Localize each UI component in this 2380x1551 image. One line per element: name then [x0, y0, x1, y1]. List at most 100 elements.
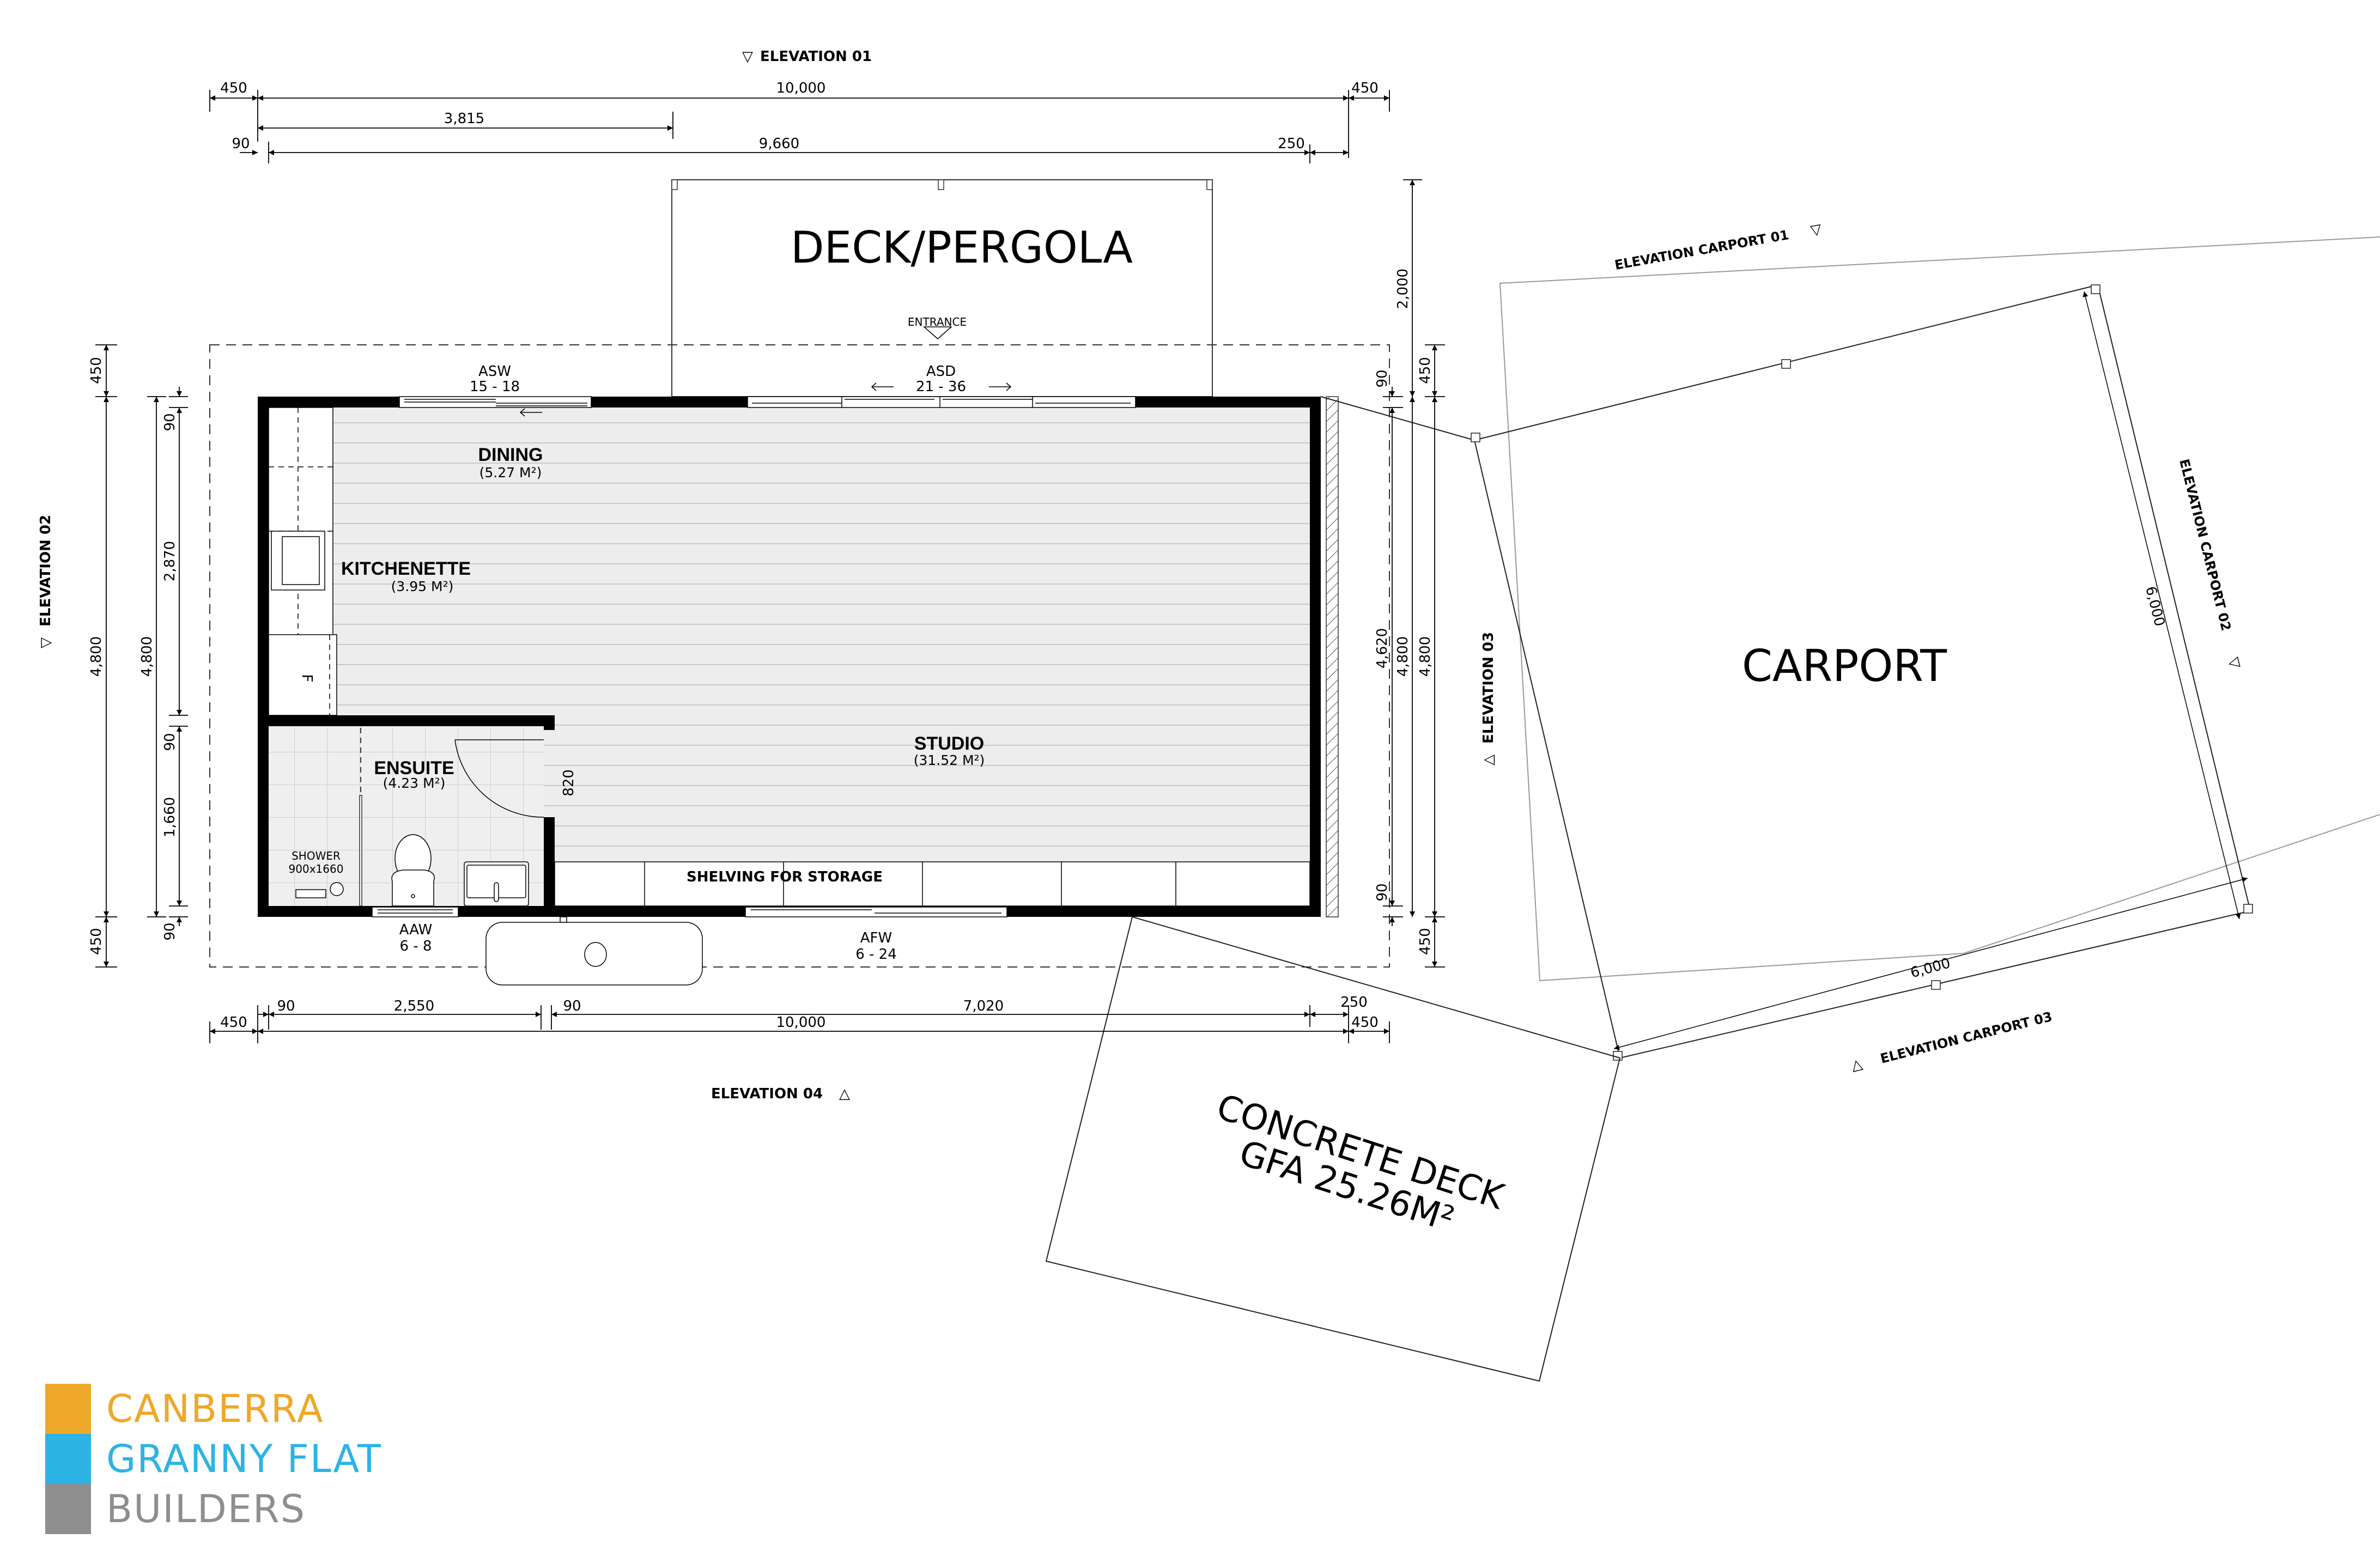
- entrance-label: ENTRANCE: [908, 315, 967, 329]
- dim-left-4800-outer: 4,800: [88, 636, 105, 677]
- slide-arrow-icon: [519, 408, 542, 417]
- elevation-carport-02-label: ELEVATION CARPORT 02: [2176, 458, 2234, 632]
- deck-pergola-label: DECK/PERGOLA: [791, 222, 1133, 273]
- logo-row-builders: BUILDERS: [45, 1484, 382, 1534]
- elevation-carport-03-label: ELEVATION CARPORT 03: [1879, 1009, 2054, 1067]
- dimensions-top: [209, 90, 1390, 163]
- dim-bottom-7020: 7,020: [963, 998, 1004, 1014]
- site-boundary: [1499, 236, 2380, 982]
- elevation-02[interactable]: ▽ ELEVATION 02: [38, 515, 54, 648]
- elevation-01[interactable]: ▽ ELEVATION 01: [742, 48, 872, 65]
- dim-top-450-left: 450: [220, 80, 247, 96]
- dim-bottom-250: 250: [1340, 994, 1368, 1011]
- window-aaw[interactable]: [372, 907, 459, 917]
- fridge: [268, 634, 337, 716]
- elevation-01-label: ELEVATION 01: [760, 48, 872, 65]
- carport-front-dim: 6,000: [1909, 955, 1952, 981]
- elevation-03[interactable]: △ ELEVATION 03: [1480, 632, 1497, 765]
- door-width-label: 820: [561, 769, 577, 796]
- logo-text-canberra: CANBERRA: [106, 1386, 324, 1431]
- shower-tap-icon: [295, 882, 344, 898]
- dim-left-1660: 1,660: [162, 797, 178, 837]
- dim-left-450-bottom: 450: [88, 928, 105, 955]
- opening-aaw-code: AAW: [399, 922, 433, 938]
- dim-left-90-a: 90: [162, 413, 178, 431]
- dim-right-450-bottom: 450: [1417, 928, 1434, 955]
- dim-left-450-top: 450: [88, 357, 105, 384]
- dim-bottom-90-a: 90: [277, 998, 295, 1014]
- logo-swatch-orange: [45, 1384, 91, 1434]
- logo-text-granny-flat: GRANNY FLAT: [106, 1437, 382, 1481]
- dimensions-left: [95, 344, 188, 968]
- elevation-marker-icon: ▽: [742, 48, 753, 65]
- elevation-02-label: ELEVATION 02: [38, 515, 54, 627]
- dim-top-450-right: 450: [1351, 80, 1379, 96]
- slide-right-arrow-icon: [989, 382, 1012, 391]
- dim-top-90: 90: [232, 136, 250, 152]
- shower-label: SHOWER: [292, 849, 341, 862]
- dim-bottom-90-b: 90: [563, 998, 581, 1014]
- room-kitchenette: KITCHENETTE: [341, 558, 471, 579]
- elevation-marker-icon: ▽: [38, 637, 54, 648]
- elevation-marker-icon: △: [839, 1086, 850, 1102]
- dim-bottom-2550: 2,550: [394, 998, 434, 1014]
- logo-row-canberra: CANBERRA: [45, 1384, 382, 1434]
- carport-side-dim: 6,000: [2142, 585, 2168, 628]
- room-studio: STUDIO: [914, 733, 984, 754]
- dimensions-bottom: [209, 1005, 1390, 1043]
- dim-right-90-top: 90: [1374, 369, 1391, 387]
- room-dining: DINING: [478, 445, 543, 465]
- room-ensuite: ENSUITE: [374, 758, 454, 778]
- carport-label: CARPORT: [1742, 641, 1947, 691]
- elevation-carport-03[interactable]: △ ELEVATION CARPORT 03: [1849, 1008, 2054, 1074]
- carport: 6,000 6,000 CARPORT: [1320, 284, 2253, 1061]
- opening-asw-code: ASW: [478, 363, 511, 380]
- dim-right-4800-middle: 4,800: [1395, 636, 1411, 677]
- vanity-basin-icon: [464, 861, 529, 907]
- entrance-arrow-icon: [923, 326, 952, 339]
- building: F SHELVING FOR STORAGE 820 SHOWER 900x16…: [258, 363, 1339, 963]
- elevation-03-label: ELEVATION 03: [1480, 632, 1497, 744]
- sliding-door-asd[interactable]: [747, 396, 1136, 408]
- logo-text-builders: BUILDERS: [106, 1487, 306, 1531]
- ensuite-door[interactable]: [454, 739, 544, 818]
- room-kitchenette-area: (3.95 M²): [391, 579, 454, 594]
- toilet-icon: [391, 834, 435, 907]
- room-studio-area: (31.52 M²): [914, 752, 985, 768]
- logo-row-granny-flat: GRANNY FLAT: [45, 1434, 382, 1484]
- company-logo: CANBERRA GRANNY FLAT BUILDERS: [45, 1384, 382, 1534]
- elevation-marker-icon: ▽: [2225, 655, 2244, 670]
- elevation-marker-icon: ▽: [1809, 221, 1823, 239]
- elevation-carport-01[interactable]: ELEVATION CARPORT 01 ▽: [1613, 221, 1823, 273]
- elevation-04-label: ELEVATION 04: [711, 1086, 823, 1102]
- dim-top-10000: 10,000: [776, 80, 826, 96]
- outdoor-step-tank: [485, 916, 703, 986]
- window-asw[interactable]: [399, 396, 592, 408]
- shelving-label: SHELVING FOR STORAGE: [687, 869, 883, 885]
- dim-right-4620: 4,620: [1374, 628, 1391, 668]
- dim-left-4800-middle: 4,800: [139, 636, 155, 677]
- elevation-carport-01-label: ELEVATION CARPORT 01: [1613, 227, 1790, 273]
- dim-top-9660: 9,660: [759, 136, 799, 152]
- elevation-marker-icon: △: [1849, 1056, 1864, 1074]
- window-afw[interactable]: [745, 907, 1007, 917]
- dim-top-250: 250: [1278, 136, 1305, 152]
- logo-swatch-grey: [45, 1484, 91, 1534]
- dim-left-2870: 2,870: [162, 541, 178, 581]
- storage-shelving: [554, 861, 1310, 907]
- room-ensuite-area: (4.23 M²): [383, 775, 446, 791]
- opening-afw-range: 6 - 24: [855, 946, 897, 963]
- dim-right-450-top: 450: [1417, 357, 1434, 384]
- fridge-label: F: [299, 674, 315, 683]
- elevation-04[interactable]: ELEVATION 04 △: [711, 1086, 850, 1102]
- dim-bottom-10000: 10,000: [776, 1014, 826, 1031]
- dim-bottom-450-left: 450: [220, 1014, 247, 1031]
- elevation-marker-icon: △: [1480, 755, 1497, 765]
- dim-left-90-c: 90: [162, 922, 178, 940]
- opening-asd-range: 21 - 36: [916, 379, 966, 395]
- dim-bottom-450-right: 450: [1351, 1014, 1379, 1031]
- dim-top-3815: 3,815: [444, 111, 484, 127]
- deck-pergola: DECK/PERGOLA ENTRANCE: [671, 179, 1213, 397]
- elevation-carport-02[interactable]: ELEVATION CARPORT 02 ▽: [2176, 457, 2244, 670]
